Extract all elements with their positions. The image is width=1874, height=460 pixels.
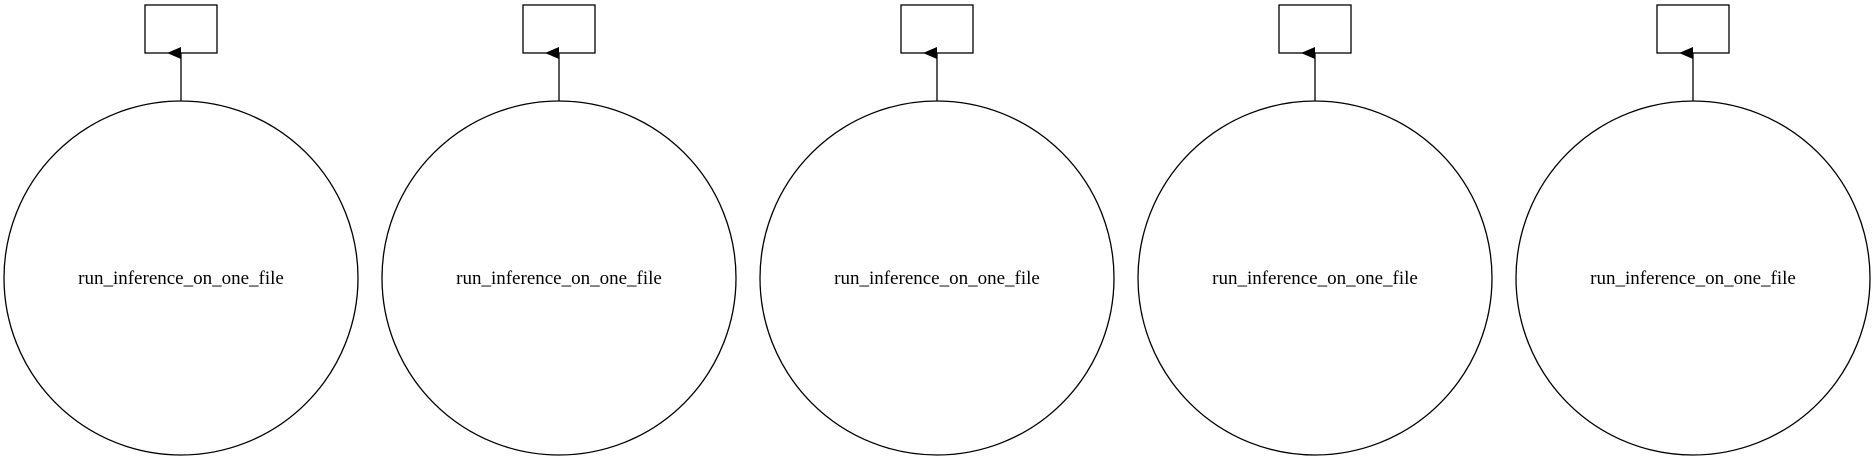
- output-node: [522, 4, 596, 54]
- task-node: [759, 100, 1115, 456]
- output-node: [900, 4, 974, 54]
- task-label: run_inference_on_one_file: [78, 268, 284, 289]
- task-label: run_inference_on_one_file: [1212, 268, 1418, 289]
- task-label: run_inference_on_one_file: [834, 268, 1040, 289]
- task-node: [1515, 100, 1871, 456]
- output-node: [1278, 4, 1352, 54]
- task-node: [381, 100, 737, 456]
- task-node: [3, 100, 359, 456]
- output-node: [144, 4, 218, 54]
- task-label: run_inference_on_one_file: [1590, 268, 1796, 289]
- task-label: run_inference_on_one_file: [456, 268, 662, 289]
- output-node: [1656, 4, 1730, 54]
- task-node: [1137, 100, 1493, 456]
